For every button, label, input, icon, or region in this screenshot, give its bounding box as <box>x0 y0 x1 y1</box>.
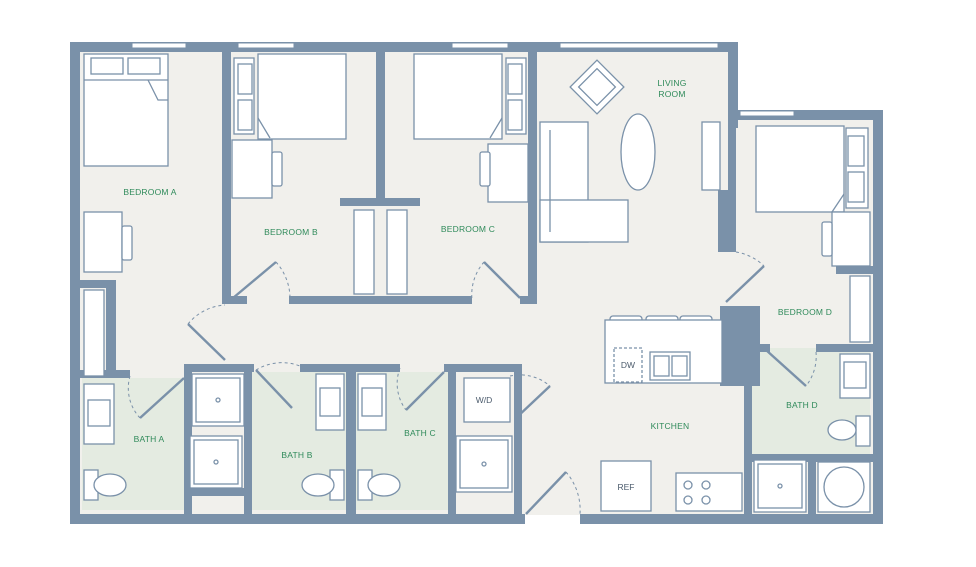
toilet-a <box>93 473 127 497</box>
bedroom-c-furniture <box>386 53 529 295</box>
desk-b <box>231 139 273 199</box>
refrigerator <box>600 460 652 512</box>
bed-b <box>257 53 347 140</box>
bath-c-fixtures <box>357 373 513 501</box>
bed-c <box>413 53 503 140</box>
bath-a-fixtures <box>83 373 245 501</box>
window-bedroom-c <box>451 42 509 49</box>
chair-b <box>271 151 283 187</box>
label-living-room-1: LIVING <box>657 78 686 88</box>
label-living-room-2: ROOM <box>658 89 685 99</box>
closet-b <box>353 209 375 295</box>
chair-c <box>479 151 491 187</box>
range <box>675 472 743 512</box>
window-bedroom-b <box>237 42 295 49</box>
toilet-b <box>301 473 335 497</box>
windows <box>131 42 795 117</box>
kitchen-furniture <box>600 315 743 512</box>
washer-dryer <box>463 377 511 423</box>
bath-b-fixtures <box>301 373 345 501</box>
label-kitchen: KITCHEN <box>651 421 690 431</box>
closet-d <box>849 275 871 343</box>
closet-a <box>83 289 105 377</box>
tv-console <box>701 121 721 191</box>
bed-d <box>755 125 845 213</box>
label-bedroom-a: BEDROOM A <box>123 187 176 197</box>
desk-c <box>487 143 529 203</box>
bedroom-a-furniture <box>83 53 169 377</box>
toilet-d <box>827 419 857 441</box>
toilet-c <box>367 473 401 497</box>
water-heater <box>823 466 865 508</box>
coffee-table <box>620 113 656 191</box>
label-bath-a: BATH A <box>134 434 165 444</box>
label-bath-d: BATH D <box>786 400 818 410</box>
window-bedroom-a <box>131 42 187 49</box>
doors <box>127 251 817 515</box>
desk-d <box>831 211 871 267</box>
closet-c <box>386 209 408 295</box>
appliance-labels: DW W/D REF <box>476 360 635 492</box>
label-washer-dryer: W/D <box>476 395 493 405</box>
bedroom-b-furniture <box>231 53 375 295</box>
bath-d-fixtures <box>753 353 871 513</box>
walls <box>70 42 883 524</box>
label-bath-b: BATH B <box>281 450 312 460</box>
chair-a <box>121 225 133 261</box>
label-dishwasher: DW <box>621 360 635 370</box>
label-bedroom-c: BEDROOM C <box>441 224 495 234</box>
desk-a <box>83 211 123 273</box>
window-living-room <box>559 42 719 49</box>
bedroom-d-furniture <box>755 125 871 343</box>
chair-d <box>821 221 833 257</box>
label-refrigerator: REF <box>618 482 635 492</box>
window-bedroom-d <box>739 110 795 117</box>
room-labels: BEDROOM A BEDROOM B BEDROOM C LIVING ROO… <box>123 78 832 460</box>
living-room-furniture <box>539 59 721 243</box>
label-bedroom-d: BEDROOM D <box>778 307 832 317</box>
label-bedroom-b: BEDROOM B <box>264 227 318 237</box>
label-bath-c: BATH C <box>404 428 436 438</box>
dishwasher <box>613 347 643 383</box>
